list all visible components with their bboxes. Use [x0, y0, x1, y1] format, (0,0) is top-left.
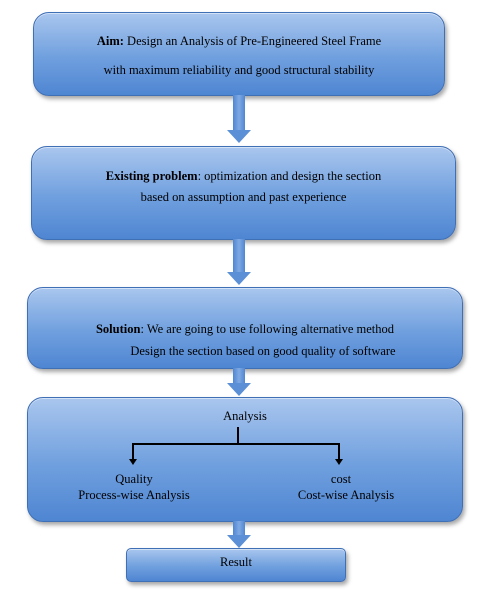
solution-text-1: : We are going to use following alternat… [140, 322, 395, 336]
aim-text-2: with maximum reliability and good struct… [103, 63, 375, 77]
aim-text-1: Design an Analysis of Pre-Engineered Ste… [123, 34, 382, 48]
solution-box: Solution: We are going to use following … [27, 287, 463, 369]
arrow-1 [227, 95, 251, 143]
problem-label: Existing problem [105, 169, 198, 183]
result-label: Result [220, 555, 252, 569]
solution-text-2: Design the section based on good quality… [130, 344, 396, 358]
arrow-4 [227, 521, 251, 548]
aim-line-1: Aim: Design an Analysis of Pre-Engineere… [34, 34, 444, 49]
problem-text-2: based on assumption and past experience [140, 190, 347, 204]
problem-line-1: Existing problem: optimization and desig… [32, 169, 455, 184]
solution-label: Solution [95, 322, 141, 336]
arrow-3 [227, 368, 251, 396]
tree-right-tip [335, 459, 343, 465]
tree-bar [132, 443, 340, 445]
aim-label: Aim: [96, 34, 124, 48]
quality-sub: Process-wise Analysis [78, 488, 190, 502]
tree-stem [237, 427, 239, 444]
problem-box: Existing problem: optimization and desig… [31, 146, 456, 240]
solution-line-1: Solution: We are going to use following … [28, 322, 462, 337]
tree-right-drop [338, 443, 340, 460]
problem-text-1: : optimization and design the section [197, 169, 382, 183]
tree-left-drop [132, 443, 134, 460]
quality-label: Quality [115, 472, 153, 486]
cost-sub: Cost-wise Analysis [297, 488, 395, 502]
cost-label: cost [330, 472, 352, 486]
aim-box: Aim: Design an Analysis of Pre-Engineere… [33, 12, 445, 96]
analysis-box: Analysis Quality Process-wise Analysis c… [27, 397, 463, 522]
tree-left-tip [129, 459, 137, 465]
arrow-2 [227, 239, 251, 285]
result-box: Result [126, 548, 346, 582]
analysis-title: Analysis [223, 409, 267, 423]
